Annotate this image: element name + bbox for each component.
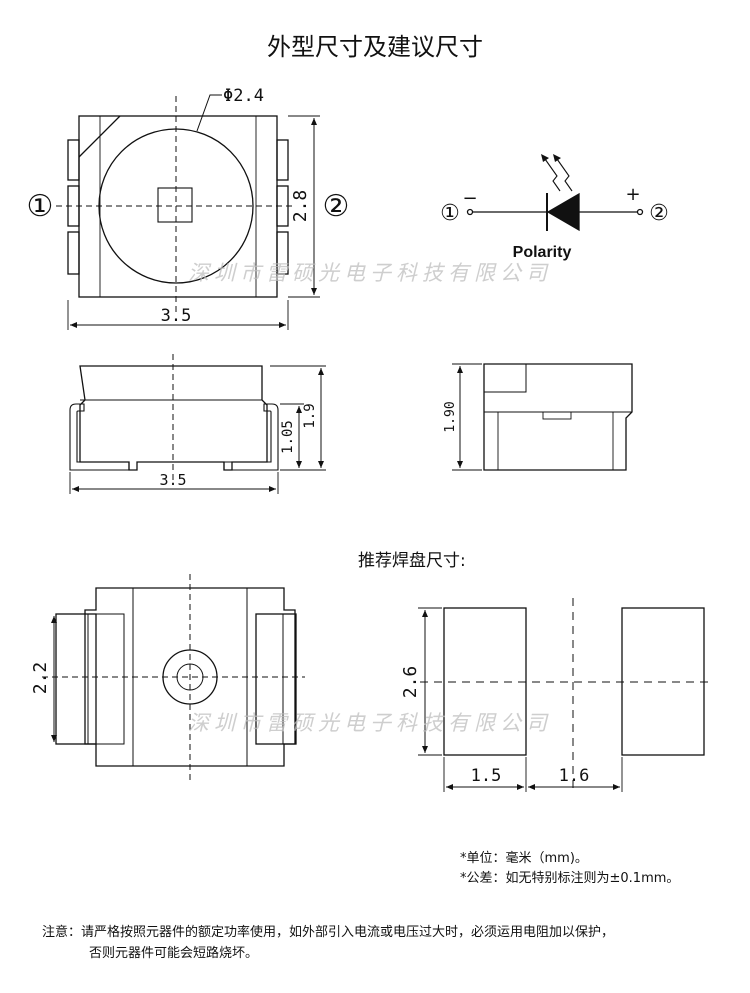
polarity-minus-sign: − <box>462 188 477 209</box>
top-view <box>56 94 320 330</box>
side-view-width-label: 3.5 <box>159 471 186 489</box>
top-view-lead-left-3 <box>67 231 80 275</box>
top-view-die <box>157 187 193 223</box>
polarity-pin2-label: ② <box>649 201 669 226</box>
side-view <box>69 354 326 494</box>
side-view-height-label: 1.9 <box>302 403 318 428</box>
top-view-height-label: 2.8 <box>290 190 311 223</box>
land-width-label: 1.5 <box>471 766 502 786</box>
side-view-lead-right <box>223 403 279 471</box>
top-view-width-label: 3.5 <box>161 306 192 326</box>
end-view <box>452 363 633 471</box>
top-view-chamfer <box>78 115 121 158</box>
polarity-label: Polarity <box>513 244 572 261</box>
side-view-lead-height-label: 1.05 <box>280 420 296 454</box>
land-height-label: 2.6 <box>400 666 421 699</box>
light-ray-2 <box>556 158 573 192</box>
note-warning-line2: 否则元器件可能会短路烧坏。 <box>89 946 259 961</box>
polarity-plus-sign: + <box>625 184 640 205</box>
diameter-leader <box>196 94 222 132</box>
watermark-top: 深圳市雷硕光电子科技有限公司 <box>188 261 552 285</box>
pad-height-label: 2.2 <box>30 662 51 695</box>
end-view-height-label: 1.90 <box>443 401 458 432</box>
top-view-lead-right-1 <box>276 139 289 181</box>
diode-triangle <box>546 192 580 232</box>
polarity-pin1-label: ① <box>440 201 460 226</box>
top-view-lead-right-3 <box>276 231 289 275</box>
end-view-notch <box>483 363 527 393</box>
note-tolerance: *公差：如无特别标注则为±0.1mm。 <box>460 871 680 886</box>
top-view-pin1-label: ① <box>27 189 54 224</box>
diameter-label: Φ2.4 <box>223 86 264 106</box>
pad-title: 推荐焊盘尺寸: <box>358 551 466 571</box>
watermark-bottom: 深圳市雷硕光电子科技有限公司 <box>188 711 552 735</box>
land-pattern <box>418 598 712 792</box>
end-view-body <box>483 363 633 471</box>
land-gap-label: 1.6 <box>559 766 590 786</box>
note-warning-line1: 注意：请严格按照元器件的额定功率使用，如外部引入电流或电压过大时，必须运用电阻加… <box>42 925 615 940</box>
pad-left <box>55 613 97 745</box>
page-title: 外型尺寸及建议尺寸 <box>267 33 483 61</box>
top-view-lead-left-1 <box>67 139 80 181</box>
side-view-lead-left <box>69 403 130 471</box>
pad-footprint-left <box>42 574 305 780</box>
light-ray-1 <box>544 158 561 192</box>
polarity-symbol <box>466 154 644 232</box>
note-unit: *单位：毫米（mm)。 <box>460 851 588 866</box>
top-view-pin2-label: ② <box>323 189 350 224</box>
